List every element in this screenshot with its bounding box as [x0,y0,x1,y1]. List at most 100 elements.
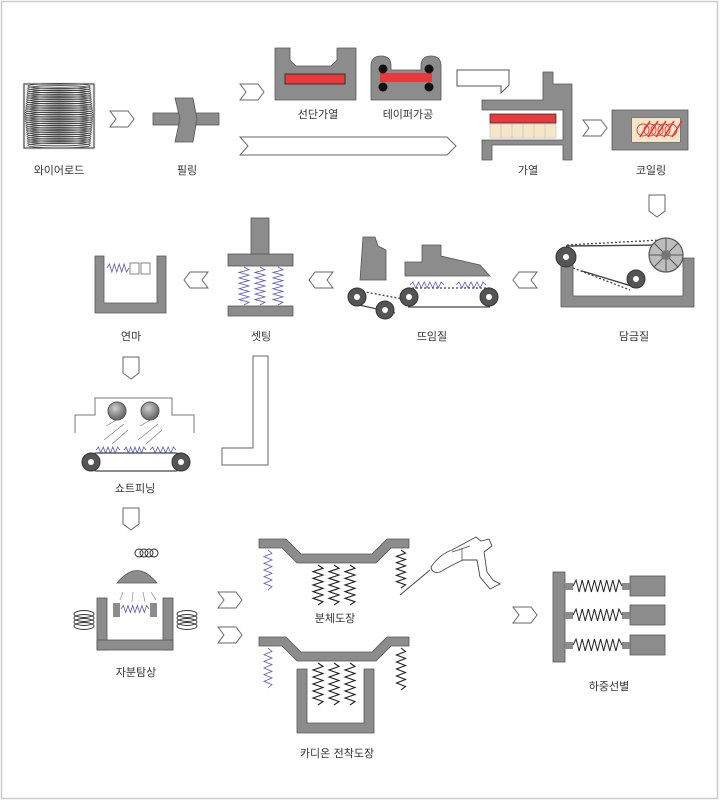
spring-icon [120,604,150,614]
spring-icon [262,549,274,591]
wire-coil-ring [26,93,92,101]
label-tempering: 뜨임질 [417,330,447,343]
spring-icon [327,564,341,606]
coil-icon [73,610,95,618]
label-wire-rod: 와이어로드 [34,164,85,177]
long-flow-arrow [238,136,457,156]
chevron-arrow-icon [582,119,608,137]
wire-coil-outline [23,83,95,149]
label-coiling: 코일링 [636,163,666,177]
wire-coil-ring [26,129,92,136]
label-shot-peening: 쇼트피닝 [115,482,155,495]
spring-icon [394,647,408,691]
label-heating: 가열 [518,164,538,177]
spring-icon [149,445,177,455]
chevron-left-icon [512,271,538,289]
wire-coil-ring [27,140,91,147]
coil-icon [636,123,678,137]
wire-coil-ring [26,131,92,138]
label-cation-coating: 카디온 전착도장 [300,747,374,760]
wire-coil-ring [26,96,92,103]
wire-coil-ring [27,82,91,90]
setting-press-icon [227,217,294,317]
chevron-down-icon [648,194,666,218]
spring-icon [237,266,251,306]
wire-coil-ring [25,120,93,127]
wire-rod-coil-icon [22,82,96,150]
chevron-arrow-icon [239,83,265,101]
load-sorting-machine-icon [552,571,666,663]
spring-icon [271,266,285,306]
label-load-sorting: 하중선별 [589,679,629,693]
coil-icon [134,548,159,558]
spring-icon [343,662,357,706]
wire-coil-ring [26,91,92,98]
wire-coil-ring [24,115,94,123]
spring-icon [455,281,487,289]
grinding-tank-icon [94,255,167,314]
wire-coil-ring [26,98,92,105]
spring-icon [123,445,147,455]
coil-icon [73,614,95,622]
heating-furnace-icon [456,69,573,161]
chevron-down-icon [122,507,140,531]
coil-icon [176,618,198,626]
wire-coil-ring [27,87,91,94]
spring-icon [572,578,623,593]
wire-coil-ring [27,137,91,145]
cut-heating-machine-icon [274,47,357,101]
wire-coil-ring [24,113,94,120]
label-setting: 셋팅 [251,330,271,343]
quenching-tank-icon [555,237,695,308]
chevron-arrow-icon [512,606,538,624]
spring-icon [409,281,445,289]
chevron-arrow-icon [109,110,135,128]
wire-coil-ring [27,85,91,92]
cation-coating-line-icon [258,636,410,734]
wire-coil-ring [25,118,93,125]
spring-icon [95,445,121,455]
spring-icon [262,647,274,689]
spring-icon [572,607,623,622]
coil-icon [176,610,198,618]
chevron-arrow-icon [217,591,243,609]
wire-coil-ring [25,124,93,131]
spring-icon [327,662,341,706]
wire-coil-ring [25,126,93,134]
spring-icon [343,564,357,606]
spring-icon [394,549,408,589]
wire-coil-ring [25,104,93,112]
label-grinding: 연마 [121,330,141,343]
label-peeling: 필링 [177,164,197,177]
wire-coil-ring [26,133,92,140]
wire-coil-ring [25,102,93,109]
spring-icon [253,266,267,306]
label-cut-heating: 선단가열 [298,108,338,121]
wire-coil-ring [25,100,93,107]
peeling-die-icon [152,97,220,143]
spring-icon [311,662,325,706]
spring-icon [572,637,623,652]
coil-icon [73,618,95,626]
chevron-left-icon [308,271,334,289]
powder-coating-line-icon [258,536,501,606]
taper-machine-icon [370,55,442,101]
wire-coil-ring [25,107,93,114]
label-powder-coating: 분체도장 [315,612,355,625]
flow-connector [221,355,269,466]
wire-coil-ring [25,122,93,129]
coil-icon [639,120,683,138]
coil-icon [176,622,198,630]
spring-icon [106,262,130,274]
wire-coil-ring [24,109,94,116]
wire-coil-ring [26,135,92,142]
coil-icon [176,614,198,622]
tempering-machine-icon [347,236,499,320]
chevron-left-icon [183,271,209,289]
coiling-machine-icon [611,109,689,151]
label-quenching: 담금질 [619,330,649,343]
shot-peening-machine-icon [74,397,195,472]
